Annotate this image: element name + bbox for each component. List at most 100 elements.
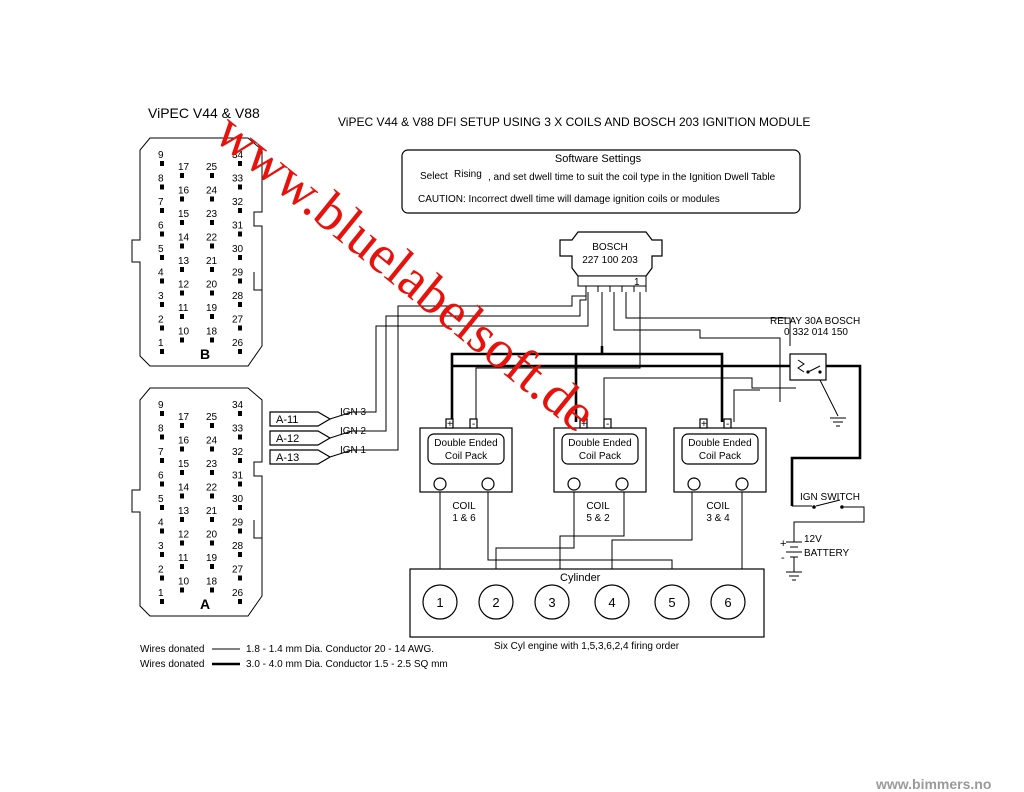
connector-pin-number: 25 [206,412,218,423]
connector-pin [160,434,164,440]
connector-pin [160,255,164,260]
cylinder [534,584,570,620]
connector-pin [210,587,214,593]
coil-cylinders: 3 & 4 [706,513,730,524]
connector-pin [238,325,242,331]
connector-pin-number: 2 [158,315,164,326]
connector-pin [238,458,242,463]
connector-pin-number: 11 [178,303,189,314]
ign-switch: IGN SWITCH [792,492,865,530]
connector-pin [210,337,214,343]
connector-pin-number: 13 [178,256,190,267]
connector-pin-number: 4 [158,518,164,529]
coil-cylinders: 5 & 2 [586,513,610,524]
connector-pin [160,505,164,510]
cylinder-number: 5 [668,595,675,610]
battery: + - 12V BATTERY [780,530,850,581]
connector-pin [238,278,242,284]
wire-legend: Wires donated 1.8 - 1.4 mm Dia. Conducto… [140,644,448,670]
connector-pin-number: 16 [178,186,190,197]
pin-a13: A-13 [276,452,299,464]
connector-pin [180,290,184,296]
connector-pin-number: 21 [206,506,218,517]
connector-pin [210,290,214,296]
cylinder-label: Cylinder [560,572,601,584]
connector-pin-number: 32 [232,447,244,458]
connector-pin-number: 19 [206,553,218,564]
connector-pin [160,552,164,557]
connector-pin [180,423,184,428]
connector-a: 9876543211716151413121110252423222120191… [131,387,263,617]
connector-pin [160,231,164,237]
connector-pin [180,243,184,249]
software-settings-heading: Software Settings [555,153,642,165]
connector-pin [210,243,214,249]
connector-b-label: B [200,346,210,362]
legend-row1-label: Wires donated [140,644,204,655]
connector-pin-number: 14 [178,233,190,244]
connector-pin-number: 15 [178,209,190,220]
connector-title: ViPEC V44 & V88 [148,105,260,121]
connector-pin [160,208,164,213]
connector-pin [238,184,242,190]
connector-pin-number: 31 [232,471,244,482]
cylinder-number: 2 [492,595,499,610]
connector-pin-number: 30 [232,244,244,255]
module-pin-1: 1 [634,277,640,288]
connector-pin [238,161,242,166]
connector-pin-number: 6 [158,221,164,232]
connector-pin [180,314,184,319]
connector-pin-number: 1 [158,338,164,349]
ign1-label: IGN 1 [340,445,367,456]
coil-positive-terminal: + [447,419,453,430]
connector-pin-number: 8 [158,174,164,185]
connector-pin-number: 6 [158,471,164,482]
connector-pin [210,314,214,319]
connector-pin-number: 12 [178,280,190,291]
cylinder [710,584,746,620]
cylinder [422,584,458,620]
connector-pin-number: 32 [232,197,244,208]
connector-pin-number: 5 [158,244,164,255]
connector-pin [238,255,242,260]
connector-pin-number: 28 [232,541,244,552]
module-brand: BOSCH [592,242,628,253]
connector-pin-number: 8 [158,424,164,435]
connector-pin-number: 1 [158,588,164,599]
connector-pin-number: 4 [158,268,164,279]
connector-pin [238,208,242,213]
legend-row2-label: Wires donated [140,659,204,670]
cylinder-number: 6 [724,595,731,610]
connector-pin-number: 3 [158,541,164,552]
legend-row1-text: 1.8 - 1.4 mm Dia. Conductor 20 - 14 AWG. [246,644,434,655]
coil-negative-terminal: - [472,419,475,430]
connector-pin [210,220,214,225]
connector-pin [238,528,242,534]
connector-pin-number: 33 [232,174,244,185]
pin-a12: A-12 [276,433,299,445]
ign2-label: IGN 2 [340,426,367,437]
coil-pack-subtitle: Coil Pack [579,451,622,462]
connector-pin-number: 7 [158,197,164,208]
coil-positive-terminal: + [581,419,587,430]
connector-pin [210,517,214,522]
connector-pin [160,528,164,534]
connector-pin [238,505,242,510]
connector-pin [180,446,184,452]
connector-pin-number: 12 [178,530,190,541]
ign-switch-label: IGN SWITCH [800,492,860,503]
connector-pin-number: 10 [178,577,190,588]
ign-signal-wires [352,292,791,451]
connector-pin-number: 2 [158,565,164,576]
power-wires [450,292,862,506]
connector-pin-number: 29 [232,268,244,279]
connector-pin [238,599,242,604]
connector-pin-number: 18 [206,577,218,588]
connector-pin-number: 5 [158,494,164,505]
relay-name: RELAY 30A BOSCH [770,316,860,327]
ign3-label: IGN 3 [340,407,367,418]
